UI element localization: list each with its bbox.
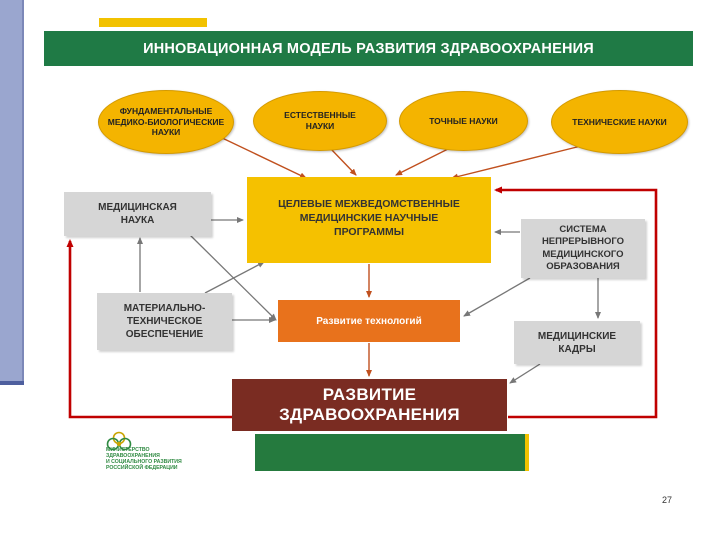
ministry-line: Российской Федерации [106,464,178,471]
box-medical-staff: МЕДИЦИНСКИЕ КАДРЫ [514,321,640,364]
left-decor-bar [0,0,22,385]
arrow-technical-to-programs [451,144,586,180]
ministry-logo-icon [106,431,132,451]
box-healthcare-development: РАЗВИТИЕ ЗДРАВООХРАНЕНИЯ [232,379,507,431]
ministry-name: Министерство здравоохранения и социально… [106,447,216,472]
top-yellow-accent [99,18,207,27]
arrow-staff-to-healthcare [509,363,541,384]
left-decor-bar-edge [22,0,24,385]
footer-green-bar [255,434,526,471]
arrow-education-to-technologies [463,277,531,317]
left-decor-bar-foot [0,381,24,385]
arrow-fundamental-to-programs [217,135,307,179]
arrow-natural-to-programs [329,147,357,176]
ministry-line: здравоохранения [106,452,160,459]
oval-fundamental-sciences: ФУНДАМЕНТАЛЬНЫЕ МЕДИКО-БИОЛОГИЧЕСКИЕ НАУ… [98,90,234,154]
arrow-material-to-programs [204,261,265,294]
feedback-arrow-left [66,239,232,419]
box-continuous-education: СИСТЕМА НЕПРЕРЫВНОГО МЕДИЦИНСКОГО ОБРАЗО… [521,219,645,278]
feedback-arrow-right [494,186,658,419]
page-number: 27 [662,495,673,505]
ministry-line: и социального развития [106,458,182,465]
oval-exact-sciences: ТОЧНЫЕ НАУКИ [399,91,528,151]
arrow-medical-science-to-technologies [189,234,277,321]
arrow-exact-to-programs [395,146,453,176]
box-medical-science: МЕДИЦИНСКАЯ НАУКА [64,192,211,236]
oval-technical-sciences: ТЕХНИЧЕСКИЕ НАУКИ [551,90,688,154]
footer-yellow-line [525,434,529,471]
slide-title: ИННОВАЦИОННАЯ МОДЕЛЬ РАЗВИТИЯ ЗДРАВООХРА… [44,31,693,66]
box-technology-development: Развитие технологий [278,300,460,342]
box-material-support: МАТЕРИАЛЬНО- ТЕХНИЧЕСКОЕ ОБЕСПЕЧЕНИЕ [97,293,232,350]
box-target-programs: ЦЕЛЕВЫЕ МЕЖВЕДОМСТВЕННЫЕ МЕДИЦИНСКИЕ НАУ… [247,177,491,263]
oval-natural-sciences: ЕСТЕСТВЕННЫЕ НАУКИ [253,91,387,151]
ministry-line: Министерство [106,447,150,453]
